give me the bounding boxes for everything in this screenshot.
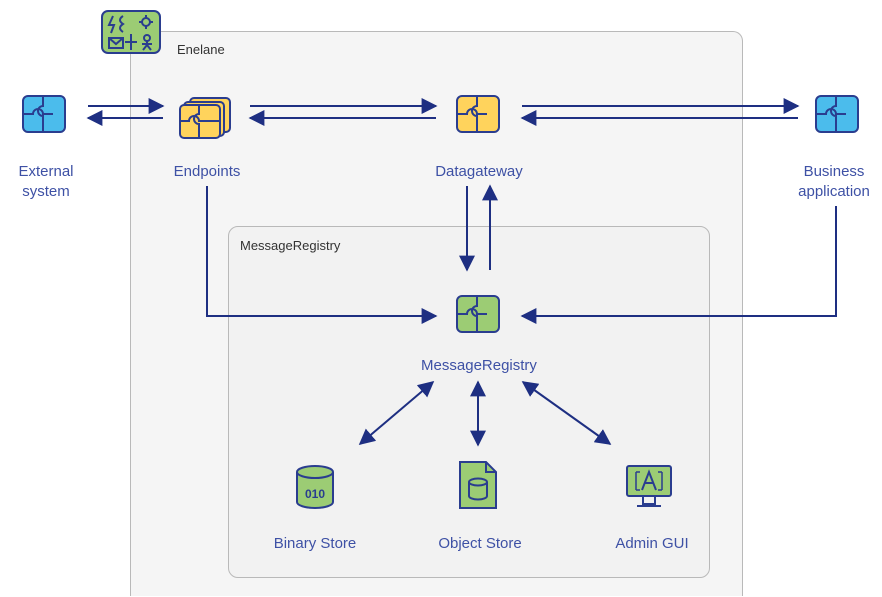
file-database-icon bbox=[459, 461, 497, 509]
endpoints-node[interactable]: Endpoints bbox=[157, 162, 257, 182]
puzzle-icon bbox=[22, 95, 66, 133]
arrow-registry-admin-gui bbox=[521, 381, 612, 445]
enelane-container-label: Enelane bbox=[177, 42, 225, 57]
puzzle-icon bbox=[456, 295, 500, 333]
puzzle-icon bbox=[456, 95, 500, 133]
binary-store-glyph: 010 bbox=[305, 487, 325, 501]
business-application-node[interactable]: Business application bbox=[786, 162, 882, 202]
external-system-node[interactable]: External system bbox=[5, 162, 87, 202]
message-registry-container bbox=[228, 226, 710, 578]
business-application-label-line1: Business bbox=[803, 163, 865, 180]
enelane-logo-icon bbox=[101, 10, 161, 54]
monitor-icon bbox=[626, 465, 672, 507]
object-store-node[interactable]: Object Store bbox=[420, 534, 540, 554]
endpoints-label: Endpoints bbox=[173, 163, 241, 180]
message-registry-node[interactable]: MessageRegistry bbox=[394, 356, 564, 376]
arrow-business-to-registry bbox=[520, 206, 837, 324]
message-registry-label: MessageRegistry bbox=[421, 357, 537, 374]
binary-store-node[interactable]: Binary Store bbox=[257, 534, 373, 554]
message-registry-container-label: MessageRegistry bbox=[240, 238, 341, 253]
puzzle-stack-icon bbox=[179, 97, 231, 139]
datagateway-label: Datagateway bbox=[435, 163, 523, 180]
binary-store-label: Binary Store bbox=[273, 535, 357, 552]
arrow-registry-binary-store bbox=[358, 380, 435, 446]
admin-gui-label: Admin GUI bbox=[615, 535, 689, 552]
database-icon: 010 bbox=[296, 465, 334, 509]
business-application-label-line2: application bbox=[798, 183, 870, 200]
admin-gui-node[interactable]: Admin GUI bbox=[595, 534, 709, 554]
external-system-label-line2: system bbox=[22, 183, 70, 200]
puzzle-icon bbox=[815, 95, 859, 133]
arrow-endpoints-to-registry bbox=[206, 186, 438, 324]
external-system-label-line1: External bbox=[18, 163, 74, 180]
datagateway-node[interactable]: Datagateway bbox=[414, 162, 544, 182]
object-store-label: Object Store bbox=[438, 535, 522, 552]
